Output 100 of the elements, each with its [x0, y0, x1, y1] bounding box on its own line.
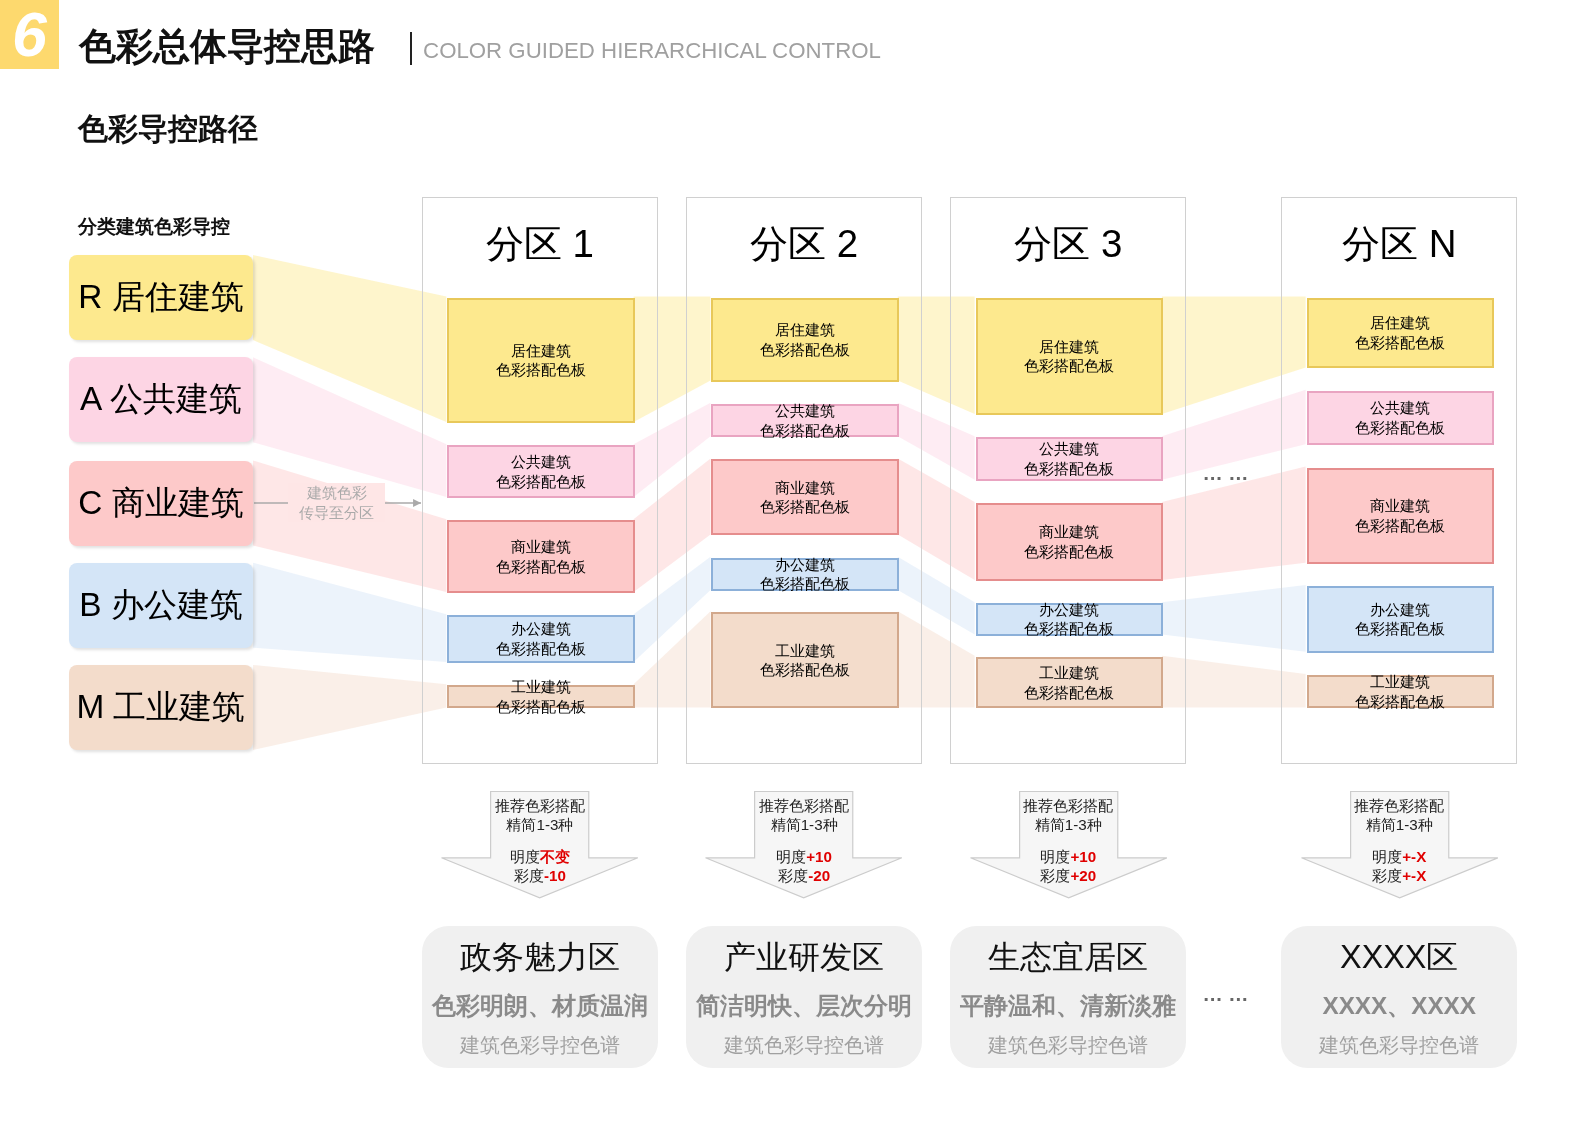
- color-band: [897, 402, 975, 480]
- category-box: [68, 255, 253, 341]
- category-label: M 工业建筑: [76, 686, 246, 727]
- arrow-note: 推荐色彩搭配: [1022, 796, 1115, 815]
- palette-label: 色彩搭配色板: [495, 556, 586, 577]
- color-band: [897, 611, 975, 708]
- adjustment-note: 明度不变: [508, 848, 571, 867]
- palette-label: 色彩搭配色板: [1024, 356, 1115, 376]
- category-box: [68, 562, 253, 648]
- palette-label: 居住建筑: [1039, 336, 1100, 357]
- english-subtitle: COLOR GUIDED HIERARCHICAL CONTROL: [423, 38, 881, 65]
- palette-label: 色彩搭配色板: [760, 497, 851, 518]
- category-box: [68, 357, 253, 443]
- arrow-note: 推荐色彩搭配: [758, 796, 851, 815]
- palette-label: 工业建筑: [510, 677, 571, 697]
- color-band: [253, 255, 447, 423]
- ellipsis: … …: [1202, 461, 1249, 485]
- color-band: [633, 611, 711, 708]
- palette-label: 色彩搭配色板: [495, 360, 586, 381]
- page-title: 色彩总体导控思路: [78, 24, 375, 70]
- color-band: [633, 402, 711, 497]
- number-badge: 6: [0, 0, 59, 69]
- palette-label: 公共建筑: [510, 451, 571, 472]
- palette-label: 色彩搭配色板: [760, 574, 851, 595]
- palette-label: 工业建筑: [1370, 672, 1431, 692]
- palette-box: [975, 437, 1163, 481]
- adjustment-note: 彩度-20: [777, 867, 832, 886]
- palette-label: 色彩搭配色板: [1355, 417, 1446, 438]
- down-arrow-shape: [1300, 791, 1498, 899]
- palette-box: [447, 445, 635, 498]
- adjustment-note: 彩度+20: [1039, 867, 1098, 886]
- card-title: XXXX区: [1339, 938, 1460, 978]
- arrow-note: 精简1-3种: [1033, 815, 1103, 834]
- palette-box: [711, 403, 899, 438]
- adjustment-note: 彩度+-X: [1371, 867, 1428, 886]
- zone-column: [686, 197, 922, 765]
- palette-box: [1306, 586, 1494, 653]
- palette-box: [711, 297, 899, 382]
- palette-label: 公共建筑: [775, 400, 836, 421]
- palette-box: [1306, 467, 1494, 564]
- down-arrow-shape: [969, 791, 1167, 899]
- card-caption: 建筑色彩导控色谱: [987, 1033, 1150, 1059]
- palette-label: 工业建筑: [1039, 662, 1100, 683]
- adjustment-note: 明度+10: [775, 848, 833, 867]
- color-band: [897, 458, 975, 580]
- down-arrow-shape: [441, 791, 639, 899]
- palette-label: 居住建筑: [775, 319, 836, 340]
- category-label: C 商业建筑: [78, 482, 244, 523]
- zone-column: [950, 197, 1187, 765]
- palette-label: 色彩搭配色板: [760, 660, 851, 681]
- palette-box: [1306, 297, 1494, 369]
- color-band: [633, 296, 711, 423]
- color-band: [253, 664, 447, 750]
- palette-label: 色彩搭配色板: [1024, 458, 1115, 479]
- palette-label: 公共建筑: [1370, 398, 1431, 418]
- palette-label: 色彩搭配色板: [760, 420, 851, 441]
- column-heading: 分区 3: [1013, 220, 1124, 267]
- card-subtitle: XXXX、XXXX: [1321, 990, 1477, 1021]
- palette-label: 办公建筑: [775, 554, 836, 575]
- arrow-note: 精简1-3种: [769, 815, 839, 834]
- arrow-note: 推荐色彩搭配: [1353, 796, 1446, 815]
- color-band: [1161, 389, 1306, 480]
- adjustment-note: 明度+10: [1039, 848, 1098, 867]
- color-band: [897, 296, 975, 414]
- palette-box: [711, 557, 899, 592]
- arrow-note: 精简1-3种: [1364, 815, 1434, 834]
- palette-box: [1306, 675, 1494, 709]
- palette-label: 色彩搭配色板: [1355, 691, 1446, 712]
- palette-label: 工业建筑: [775, 640, 836, 661]
- palette-label: 商业建筑: [510, 536, 571, 557]
- palette-label: 色彩搭配色板: [1024, 541, 1115, 562]
- color-band: [1161, 585, 1306, 652]
- palette-label: 办公建筑: [510, 619, 571, 640]
- column-heading: 分区 1: [484, 220, 595, 267]
- category-label: A 公共建筑: [80, 379, 242, 420]
- card-caption: 建筑色彩导控色谱: [458, 1033, 621, 1059]
- palette-label: 居住建筑: [510, 340, 571, 361]
- column-heading: 分区 2: [749, 220, 860, 267]
- palette-label: 居住建筑: [1370, 313, 1431, 333]
- card-caption: 建筑色彩导控色谱: [1318, 1033, 1481, 1059]
- color-band: [253, 562, 447, 662]
- adjustment-note: 明度+-X: [1371, 848, 1428, 867]
- column-heading: 分区 N: [1341, 220, 1458, 267]
- palette-label: 色彩搭配色板: [495, 639, 586, 659]
- card-title: 产业研发区: [723, 938, 886, 978]
- palette-label: 色彩搭配色板: [1355, 515, 1446, 536]
- color-band: [1161, 296, 1306, 414]
- card-subtitle: 平静温和、清新淡雅: [959, 990, 1178, 1021]
- palette-label: 色彩搭配色板: [495, 696, 586, 717]
- palette-box: [711, 459, 899, 536]
- palette-label: 商业建筑: [1370, 495, 1431, 516]
- color-band: [1161, 655, 1306, 708]
- card-subtitle: 色彩明朗、材质温润: [430, 990, 649, 1021]
- palette-label: 商业建筑: [775, 477, 836, 498]
- category-label: B 办公建筑: [79, 584, 243, 625]
- palette-box: [975, 656, 1163, 709]
- palette-label: 商业建筑: [1039, 522, 1100, 542]
- card-title: 政务魅力区: [458, 938, 621, 978]
- adjustment-note: 彩度-10: [513, 867, 567, 886]
- color-band: [897, 556, 975, 635]
